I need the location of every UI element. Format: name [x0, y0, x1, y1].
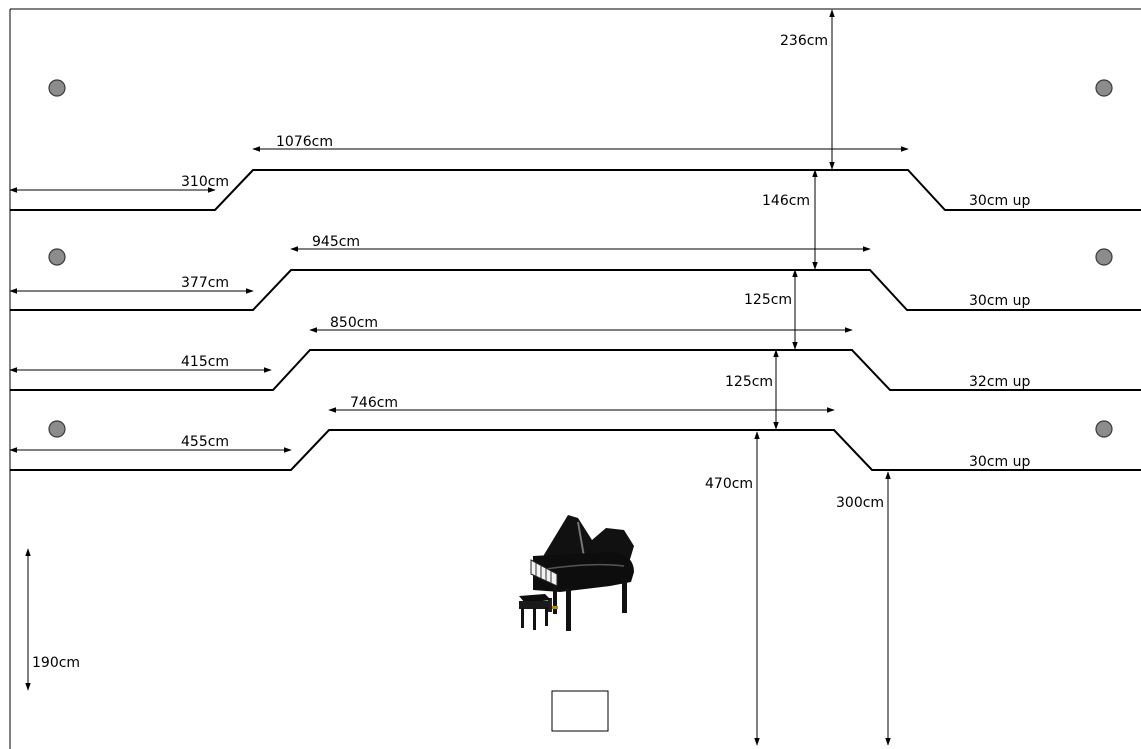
tier-3-height-label: 32cm up [969, 374, 1030, 390]
tier-1-offset-label: 310cm [181, 174, 229, 190]
tier-4-height-label: 30cm up [969, 454, 1030, 470]
tier-3-offset-label: 415cm [181, 354, 229, 370]
pillar-marker [48, 79, 66, 97]
tier-2-offset-label: 377cm [181, 275, 229, 291]
tier-1-width-label: 1076cm [276, 134, 333, 150]
podium-box [551, 690, 609, 732]
tier-1-height-label: 30cm up [969, 193, 1030, 209]
tier-4-front-depth-label: 470cm [705, 476, 753, 492]
tier-2-edge [10, 269, 1141, 311]
tier-2-width-label: 945cm [312, 234, 360, 250]
tier-2-3-depth-label: 125cm [744, 292, 792, 308]
corner-front-depth-label: 300cm [836, 495, 884, 511]
pillar-marker [48, 248, 66, 266]
grand-piano-icon [519, 515, 634, 631]
back-wall-depth-label: 236cm [780, 33, 828, 49]
tier-4-offset-label: 455cm [181, 434, 229, 450]
tier-1-edge [10, 169, 1141, 211]
tier-1-2-depth-label: 146cm [762, 193, 810, 209]
tier-3-4-depth-label: 125cm [725, 374, 773, 390]
tier-4-edge [10, 429, 1141, 471]
pillar-marker [1095, 248, 1113, 266]
tier-3-edge [10, 349, 1141, 391]
pillar-marker [48, 420, 66, 438]
pillar-marker [1095, 79, 1113, 97]
tier-4-width-label: 746cm [350, 395, 398, 411]
tier-2-height-label: 30cm up [969, 293, 1030, 309]
pillar-marker [1095, 420, 1113, 438]
tier-3-width-label: 850cm [330, 315, 378, 331]
left-floor-depth-label: 190cm [32, 655, 80, 671]
